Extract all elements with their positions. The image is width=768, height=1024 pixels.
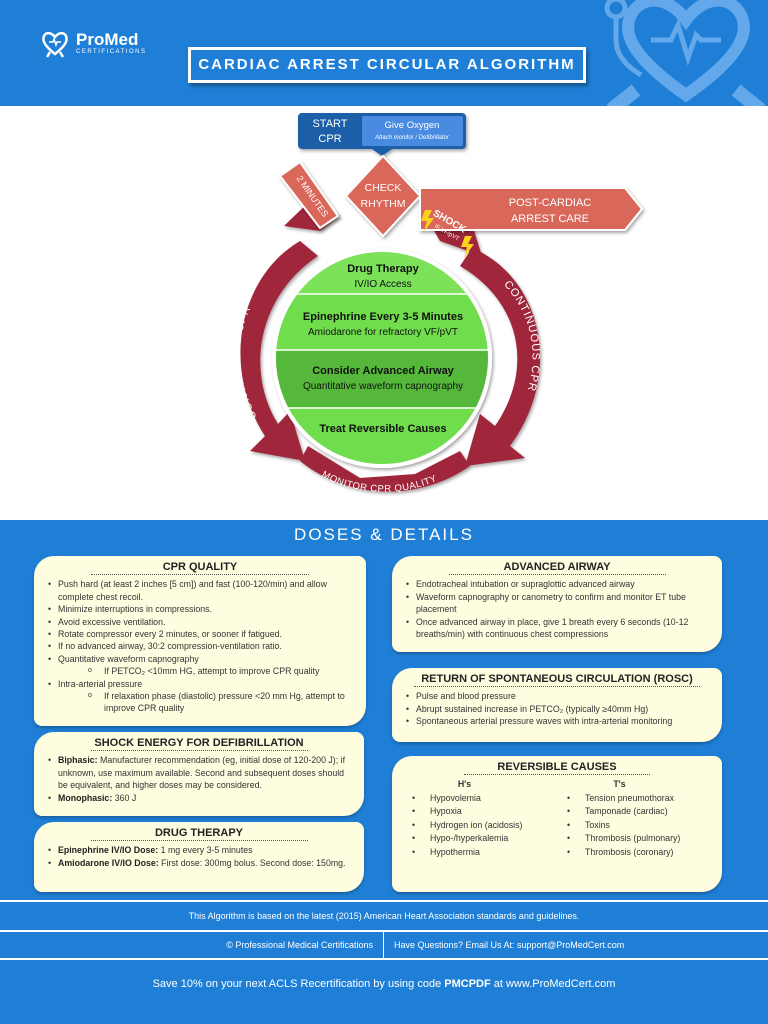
hs-heading: H's: [457, 779, 472, 790]
doses-details-header: DOSES & DETAILS: [0, 520, 768, 550]
list-item: Abrupt sustained increase in PETCO₂ (typ…: [406, 703, 712, 716]
list-item: Thrombosis (coronary): [567, 846, 712, 860]
center-item-sub: Quantitative waveform capnography: [303, 381, 463, 392]
center-item-sub: IV/IO Access: [354, 279, 411, 290]
list-item: Spontaneous arterial pressure waves with…: [406, 715, 712, 728]
promo-text: Save 10% on your next ACLS Recertificati…: [152, 978, 445, 990]
promed-logo[interactable]: ProMed CERTIFICATIONS: [40, 28, 146, 58]
doses-area: CPR QUALITY Push hard (at least 2 inches…: [0, 550, 768, 900]
biphasic-text: Manufacturer recommendation (eg, initial…: [58, 755, 346, 791]
shock-lightning-icon: [421, 210, 474, 258]
monophasic-label: Monophasic:: [58, 792, 113, 803]
biphasic-label: Biphasic:: [58, 755, 98, 766]
reversible-causes-title: REVERSIBLE CAUSES: [464, 761, 650, 776]
aha-standards-note: This Algorithm is based on the latest (2…: [0, 900, 768, 930]
arrest-care-label: ARREST CARE: [511, 213, 589, 225]
list-sub-item: If relaxation phase (diastolic) pressure…: [48, 690, 356, 715]
list-item: Tension pneumothorax: [567, 792, 712, 806]
list-item: If no advanced airway, 30:2 compression-…: [48, 640, 356, 653]
list-item: Monophasic: 360 J: [48, 792, 354, 805]
give-oxygen-label: Give Oxygen: [385, 120, 440, 131]
copyright-text: © Professional Medical Certifications: [0, 932, 384, 958]
drug-therapy-title: DRUG THERAPY: [90, 827, 308, 842]
list-item: Epinephrine IV/IO Dose: 1 mg every 3-5 m…: [48, 844, 354, 857]
brand-name: ProMed: [76, 29, 139, 49]
list-item: Tamponade (cardiac): [567, 805, 712, 819]
center-item-title: Treat Reversible Causes: [319, 423, 446, 435]
cardiac-arrest-diagram: START CPR Give Oxygen Attach monitor / D…: [231, 113, 644, 495]
hs-column: H's Hypovolemia Hypoxia Hydrogen ion (ac…: [402, 778, 557, 859]
list-item: Hydrogen ion (acidosis): [412, 819, 557, 833]
list-item: Thrombosis (pulmonary): [567, 832, 712, 846]
header: ProMed CERTIFICATIONS CARDIAC ARREST CIR…: [0, 0, 768, 106]
center-item-title: Consider Advanced Airway: [312, 365, 454, 377]
list-item: Hypothermia: [412, 846, 557, 860]
rhythm-label: RHYTHM: [361, 198, 406, 210]
list-item: Waveform capnography or canometry to con…: [406, 591, 712, 616]
list-item: Toxins: [567, 819, 712, 833]
heart-ribbon-icon: [42, 31, 68, 58]
list-item: Intra-arterial pressure: [48, 678, 356, 691]
center-item-title: Drug Therapy: [347, 263, 419, 275]
list-item: Amiodarone IV/IO Dose: First dose: 300mg…: [48, 857, 354, 870]
promo-site-link[interactable]: at www.ProMedCert.com: [490, 978, 616, 990]
two-minutes-tag: [278, 160, 340, 230]
rosc-title: RETURN OF SPONTANEOUS CIRCULATION (ROSC): [414, 673, 700, 688]
reversible-causes-card: REVERSIBLE CAUSES H's Hypovolemia Hypoxi…: [392, 756, 722, 892]
advanced-airway-title: ADVANCED AIRWAY: [448, 561, 666, 576]
check-rhythm-diamond: [344, 154, 422, 238]
list-item: Avoid excessive ventilation.: [48, 616, 356, 629]
support-email-link[interactable]: Have Questions? Email Us At: support@Pro…: [394, 940, 625, 950]
shock-energy-card: SHOCK ENERGY FOR DEFIBRILLATION Biphasic…: [34, 732, 364, 816]
cpr-label: CPR: [318, 133, 341, 145]
list-item: Hypo-/hyperkalemia: [412, 832, 557, 846]
list-item: Hypoxia: [412, 805, 557, 819]
epinephrine-label: Epinephrine IV/IO Dose:: [58, 845, 159, 856]
amiodarone-label: Amiodarone IV/IO Dose:: [58, 857, 159, 868]
rosc-card: RETURN OF SPONTANEOUS CIRCULATION (ROSC)…: [392, 668, 722, 742]
brand-sub: CERTIFICATIONS: [76, 48, 147, 55]
promo-banner[interactable]: Save 10% on your next ACLS Recertificati…: [0, 960, 768, 1024]
start-cpr-box: [298, 113, 466, 156]
post-cardiac-care-arrow: [419, 187, 644, 231]
center-item-sub: Amiodarone for refractory VF/pVT: [308, 327, 458, 338]
cpr-quality-card: CPR QUALITY Push hard (at least 2 inches…: [34, 556, 366, 726]
list-sub-item: If PETCO₂ <10mm HG, attempt to improve C…: [48, 665, 356, 678]
list-item: Rotate compressor every 2 minutes, or so…: [48, 628, 356, 641]
stethoscope-heart-icon: [604, 0, 766, 106]
list-item: Hypovolemia: [412, 792, 557, 806]
cpr-quality-title: CPR QUALITY: [90, 561, 310, 576]
check-label: CHECK: [365, 182, 402, 194]
center-item-title: Epinephrine Every 3-5 Minutes: [303, 311, 463, 323]
start-label: START: [312, 118, 347, 130]
list-item: Endotracheal intubation or supraglottic …: [406, 578, 712, 591]
post-cardiac-label: POST-CARDIAC: [509, 197, 592, 209]
amiodarone-text: First dose: 300mg bolus. Second dose: 15…: [158, 857, 346, 868]
list-item: Quantitative waveform capnography: [48, 653, 356, 666]
ts-column: T's Tension pneumothorax Tamponade (card…: [557, 778, 712, 859]
list-item: Biphasic: Manufacturer recommendation (e…: [48, 754, 354, 791]
shock-energy-title: SHOCK ENERGY FOR DEFIBRILLATION: [90, 737, 308, 752]
list-item: Pulse and blood pressure: [406, 690, 712, 703]
promo-code: PMCPDF: [444, 978, 491, 990]
list-item: Once advanced airway in place, give 1 br…: [406, 616, 712, 641]
attach-monitor-label: Attach monitor / Defibrillator: [374, 135, 450, 141]
list-item: Minimize interruptions in compressions.: [48, 603, 356, 616]
list-item: Push hard (at least 2 inches [5 cm]) and…: [48, 578, 356, 603]
epinephrine-text: 1 mg every 3-5 minutes: [158, 845, 253, 856]
advanced-airway-card: ADVANCED AIRWAY Endotracheal intubation …: [392, 556, 722, 652]
ts-heading: T's: [613, 779, 626, 790]
contact-bar: © Professional Medical Certifications Ha…: [0, 930, 768, 960]
page-title: CARDIAC ARREST CIRCULAR ALGORITHM: [188, 47, 586, 83]
drug-therapy-card: DRUG THERAPY Epinephrine IV/IO Dose: 1 m…: [34, 822, 364, 892]
monophasic-text: 360 J: [112, 792, 137, 803]
